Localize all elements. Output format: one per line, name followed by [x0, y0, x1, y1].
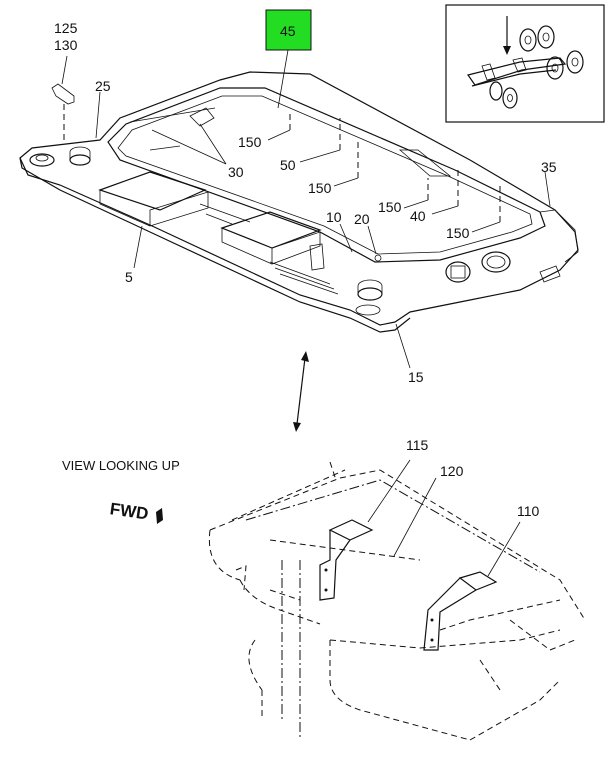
callout-45: 45 — [280, 23, 296, 39]
callout-30: 30 — [228, 164, 244, 180]
fwd-label: FWD — [109, 499, 150, 523]
callout-150-d: 150 — [446, 225, 470, 241]
underside-detail-view — [208, 459, 586, 741]
callout-125: 125 — [54, 20, 78, 36]
callout-110: 110 — [517, 503, 540, 519]
callout-5: 5 — [125, 269, 133, 285]
callout-150-b: 150 — [308, 180, 332, 196]
callout-10: 10 — [326, 209, 342, 225]
callout-35: 35 — [541, 159, 557, 175]
callout-40: 40 — [410, 208, 426, 224]
cab-roof-inner-panel — [19, 71, 579, 333]
callout-150-c: 150 — [378, 199, 402, 215]
view-relationship-arrow — [293, 351, 309, 432]
callout-15: 15 — [408, 369, 424, 385]
leader-lines-top — [51, 49, 551, 369]
view-label: VIEW LOOKING UP — [62, 458, 180, 473]
fwd-arrow-icon — [156, 508, 163, 524]
callout-50: 50 — [280, 157, 296, 173]
callout-25: 25 — [95, 78, 111, 94]
callout-120: 120 — [440, 463, 464, 479]
callout-20: 20 — [354, 211, 370, 227]
callout-150-a: 150 — [238, 134, 262, 150]
callout-130: 130 — [54, 37, 78, 53]
inset-vehicle-locator — [445, 4, 605, 123]
callout-45-highlight — [265, 9, 312, 51]
callout-115: 115 — [406, 437, 429, 453]
